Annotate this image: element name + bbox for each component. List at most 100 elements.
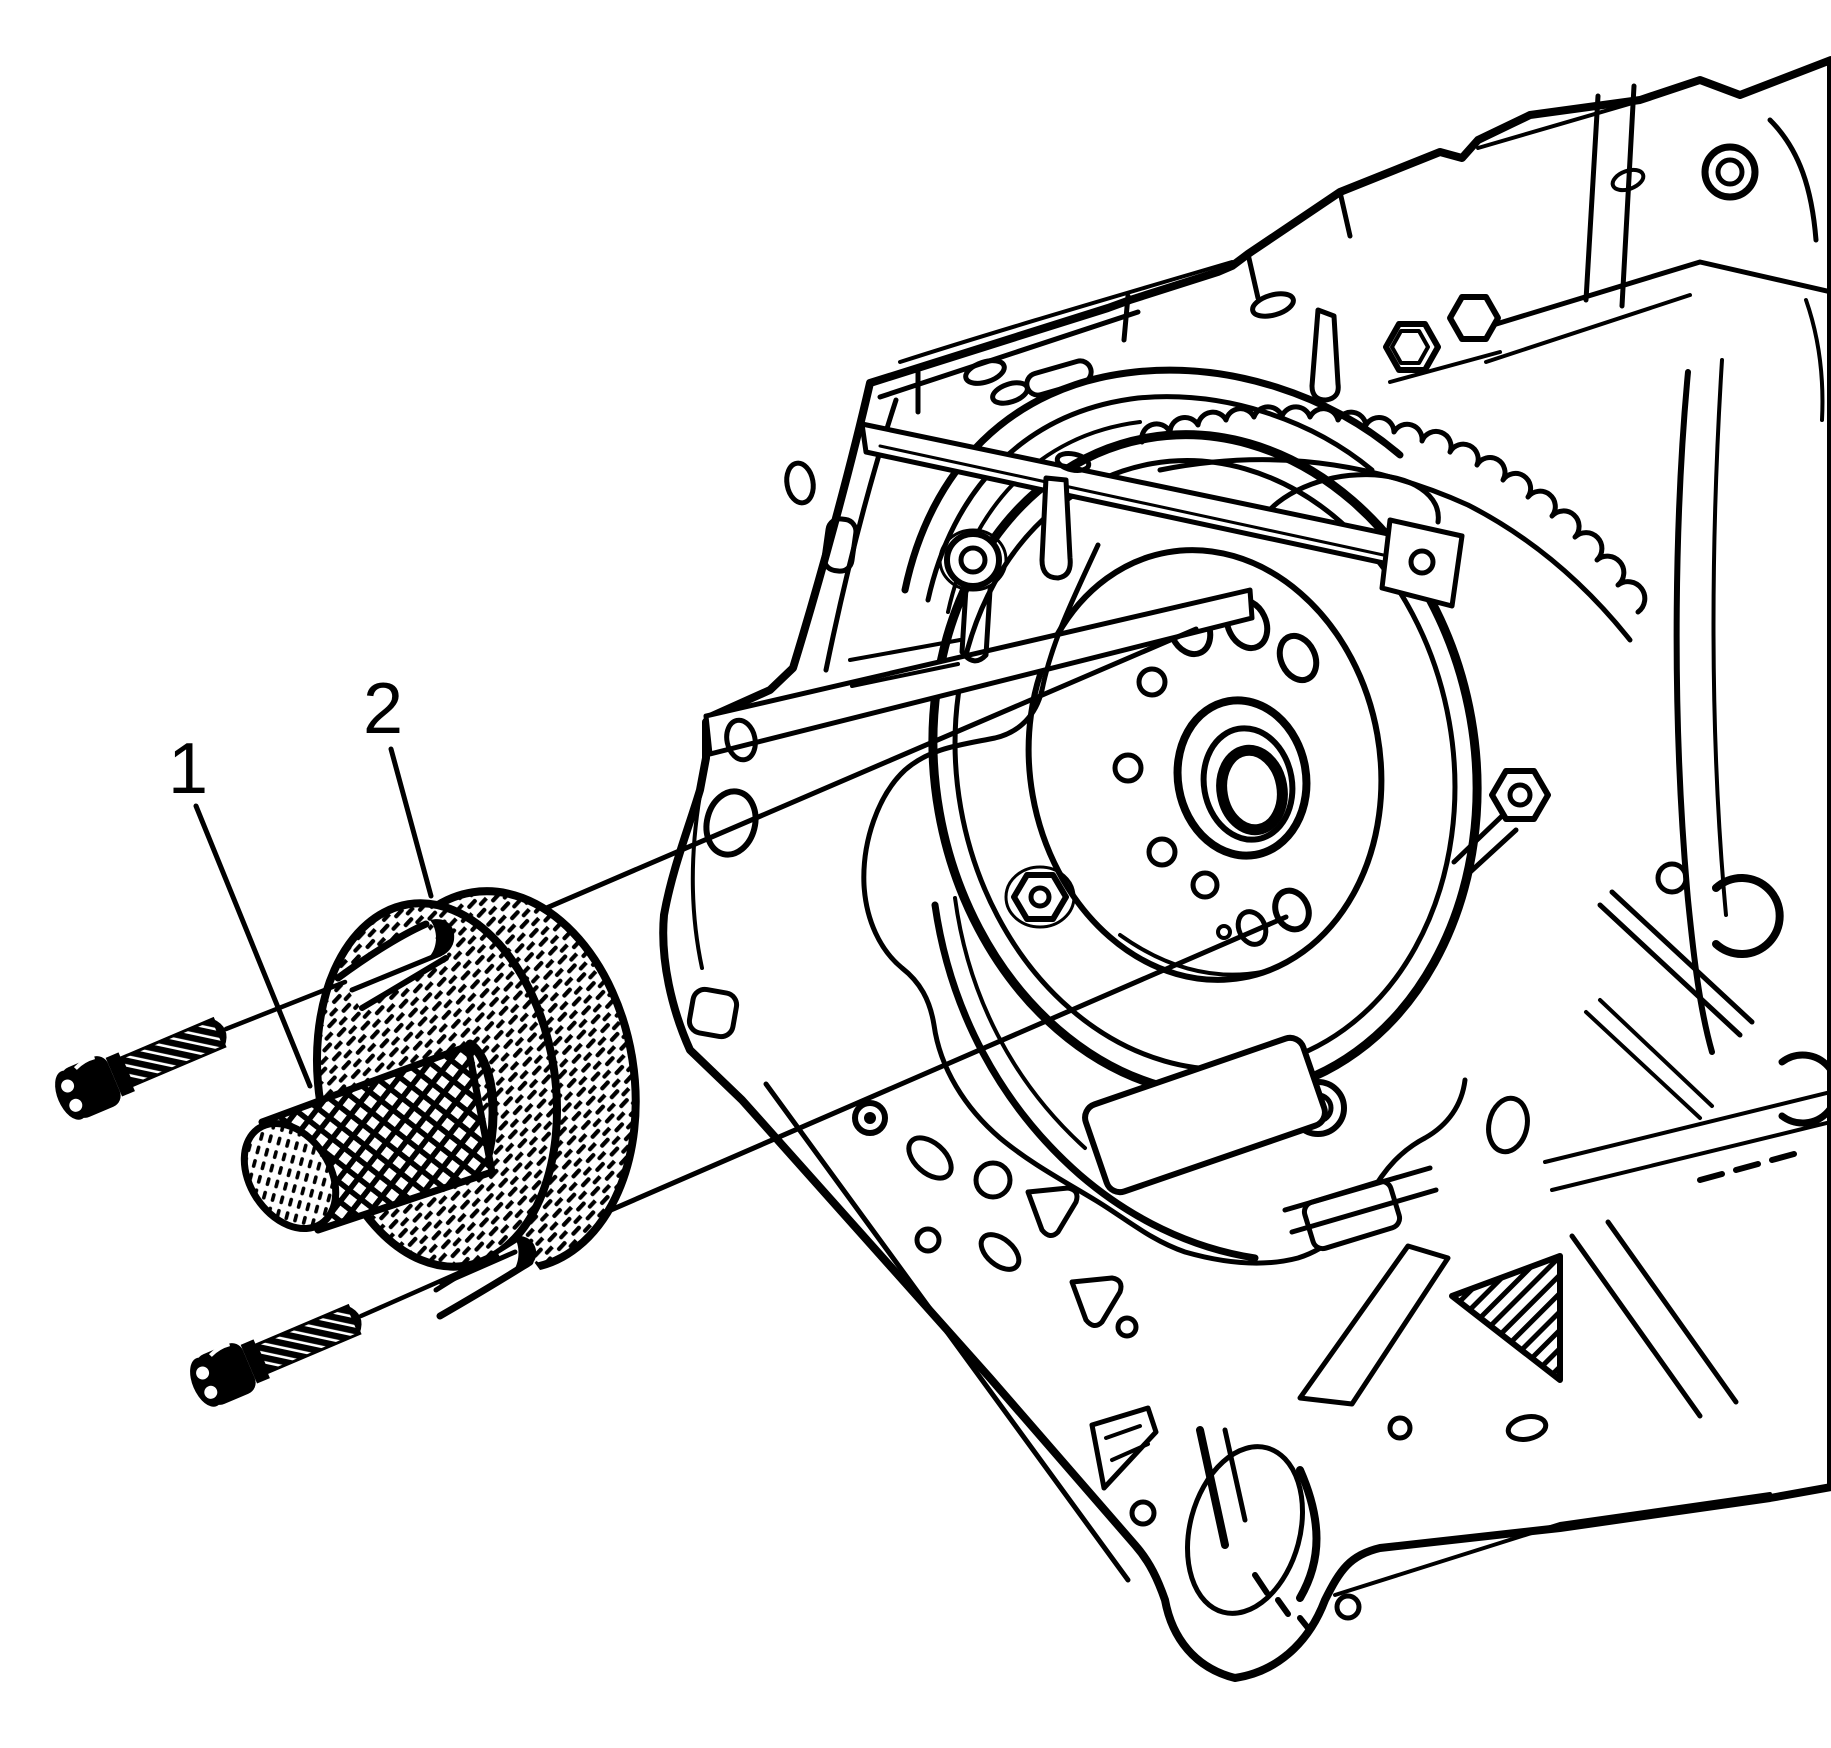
gear-teeth-arc [1139, 404, 1648, 615]
bolt-threaded-shank [253, 1303, 362, 1375]
bolt-lower-axis-line [358, 1253, 500, 1319]
grommet [852, 1100, 888, 1136]
bolt-collar [240, 1339, 270, 1384]
bolt-socket-facet [61, 1079, 75, 1093]
rail-triangle-hole [1069, 1275, 1124, 1328]
top-right-shelf-inner [1484, 293, 1692, 364]
callouts: 1 2 [168, 669, 434, 1089]
bell-arc-outer [901, 366, 1404, 594]
washer [1004, 865, 1076, 929]
crank-flange-bolt-hole [1190, 870, 1220, 900]
callout-2-label: 2 [363, 669, 403, 749]
bell-arc-mid [925, 394, 1375, 603]
callout-1-leader [193, 803, 313, 1089]
ring-gear-teeth [1139, 404, 1648, 643]
grommet-outer [852, 1100, 888, 1136]
rail-inner-edge-right [1333, 1492, 1772, 1597]
top-surface-back-edge [898, 260, 1234, 364]
right-side-details [1383, 83, 1831, 1192]
gear-root-arc [1157, 457, 1633, 643]
right-edge-curve [1804, 298, 1825, 422]
hex-bolt-socket [958, 545, 988, 575]
brace-bar-upper-ridge [878, 444, 1390, 558]
seal-installer-tool [240, 887, 640, 1322]
notch-curl [430, 919, 455, 958]
brace-bar-end-hole [724, 717, 758, 763]
rail-inner-edge [763, 1081, 1131, 1583]
boss-dashes [1252, 1572, 1311, 1631]
brace-bar-hole [1054, 450, 1092, 474]
hanging-straps [1039, 307, 1341, 581]
face-slot-hole [821, 516, 859, 574]
torque-converter-bolt-hole [1235, 909, 1269, 947]
rail-round-hole [1129, 1499, 1157, 1527]
hex-nut-inner [1390, 329, 1430, 365]
round-bolt-head [1701, 143, 1759, 201]
hex-bolt-socket [1507, 782, 1533, 808]
washer [938, 528, 1008, 592]
dowel-strap [1309, 307, 1341, 403]
rail-round-hole [1334, 1593, 1362, 1621]
rib-lines [1569, 1219, 1739, 1419]
top-surface-steps [915, 189, 1353, 415]
hex-bolt-head [1011, 872, 1069, 922]
rail-round-hole [914, 1226, 942, 1254]
engine-block [659, 56, 1831, 1682]
flexplate-plate-edge [1025, 547, 1385, 983]
round-bolt-socket [1715, 157, 1745, 187]
left-edge-inner-curve [690, 793, 704, 970]
lower-plate-boss [1082, 1034, 1328, 1196]
crank-flange-bolt-hole [1146, 836, 1178, 868]
bolt-socket-facet [196, 1366, 210, 1380]
hex-bolt-lower-boss [1004, 865, 1076, 929]
socket-bolt-upper [55, 1016, 227, 1120]
face-oval-hole [703, 788, 759, 858]
c-shaped-cutout [1712, 874, 1784, 958]
right-oval-hole [1486, 1095, 1530, 1155]
top-oval-hole [1610, 167, 1646, 193]
bolt-head-highlight [208, 1342, 231, 1357]
bolt-shank-lines [1451, 813, 1519, 877]
nut-boss-line [1388, 350, 1502, 384]
bolt-threaded-shank [118, 1016, 227, 1088]
round-head-bolt [1701, 143, 1759, 201]
hub-pilot-bore [1216, 744, 1288, 836]
hex-bolt-upper-boss [938, 528, 1008, 664]
bolt-socket-facet [204, 1385, 218, 1399]
rib-round-hole [1387, 1415, 1413, 1441]
hatched-rib-wedge [1449, 1253, 1563, 1383]
gear-hub-arc [1259, 472, 1441, 525]
brace-bar-upper [859, 421, 1465, 609]
bell-arc-lower [931, 901, 1259, 1262]
rib-web [1297, 1243, 1451, 1407]
rail-round-hole [1115, 1315, 1139, 1339]
notch-edge [334, 920, 430, 982]
boss-crescent [1296, 1466, 1321, 1602]
callout-2-leader [388, 746, 434, 899]
bolt-axis-through-notch [439, 1249, 518, 1287]
hex-nut [1447, 294, 1501, 342]
top-right-shelf [1467, 259, 1831, 335]
bolt-tip [212, 1018, 227, 1047]
face-oval-hole [784, 460, 816, 506]
right-pillar [1673, 369, 1715, 1055]
brace-bar-end-bracket [1379, 517, 1465, 609]
rail-oval-hole [906, 1135, 954, 1181]
face-ledge-lines [848, 638, 962, 688]
socket-bolt-lower [190, 1303, 362, 1407]
hex-nut-pair [1383, 294, 1502, 384]
notch-edge [359, 955, 449, 1011]
rib-lines [1282, 1165, 1439, 1235]
top-surface-edge [877, 309, 1141, 400]
top-surface-oval-hole [1250, 291, 1296, 319]
flexplate-lower-arc [1118, 933, 1264, 977]
boss-bar [1196, 1426, 1229, 1549]
bell-arc-lower-inner [953, 896, 1087, 1150]
bolt-socket-facet [69, 1098, 83, 1112]
right-edge-curve [1767, 117, 1819, 243]
disc-top-notch [334, 919, 455, 1011]
crank-flange-bolt-hole [1112, 752, 1144, 784]
boss-bar-line [1222, 1427, 1248, 1523]
rail-triangle-hole [1025, 1185, 1080, 1238]
hex-bolt-head [944, 531, 1002, 589]
